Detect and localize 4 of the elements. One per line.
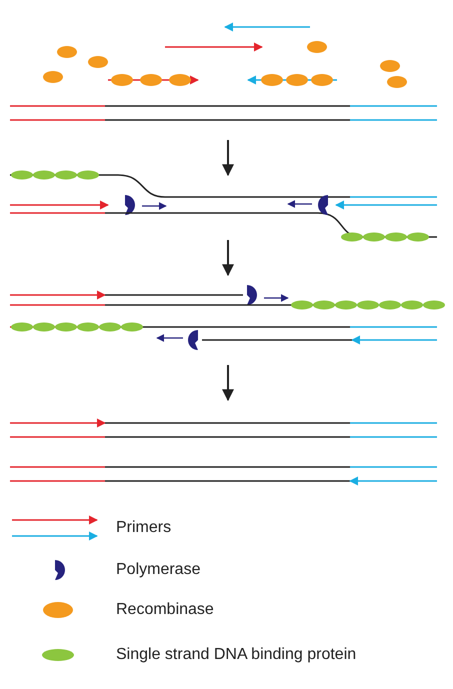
legend-text: Primers <box>116 518 172 538</box>
legend-text: Single strand DNA binding protein <box>116 645 356 665</box>
legend-text: Polymerase <box>116 560 200 580</box>
legend-text: Recombinase <box>116 600 214 620</box>
